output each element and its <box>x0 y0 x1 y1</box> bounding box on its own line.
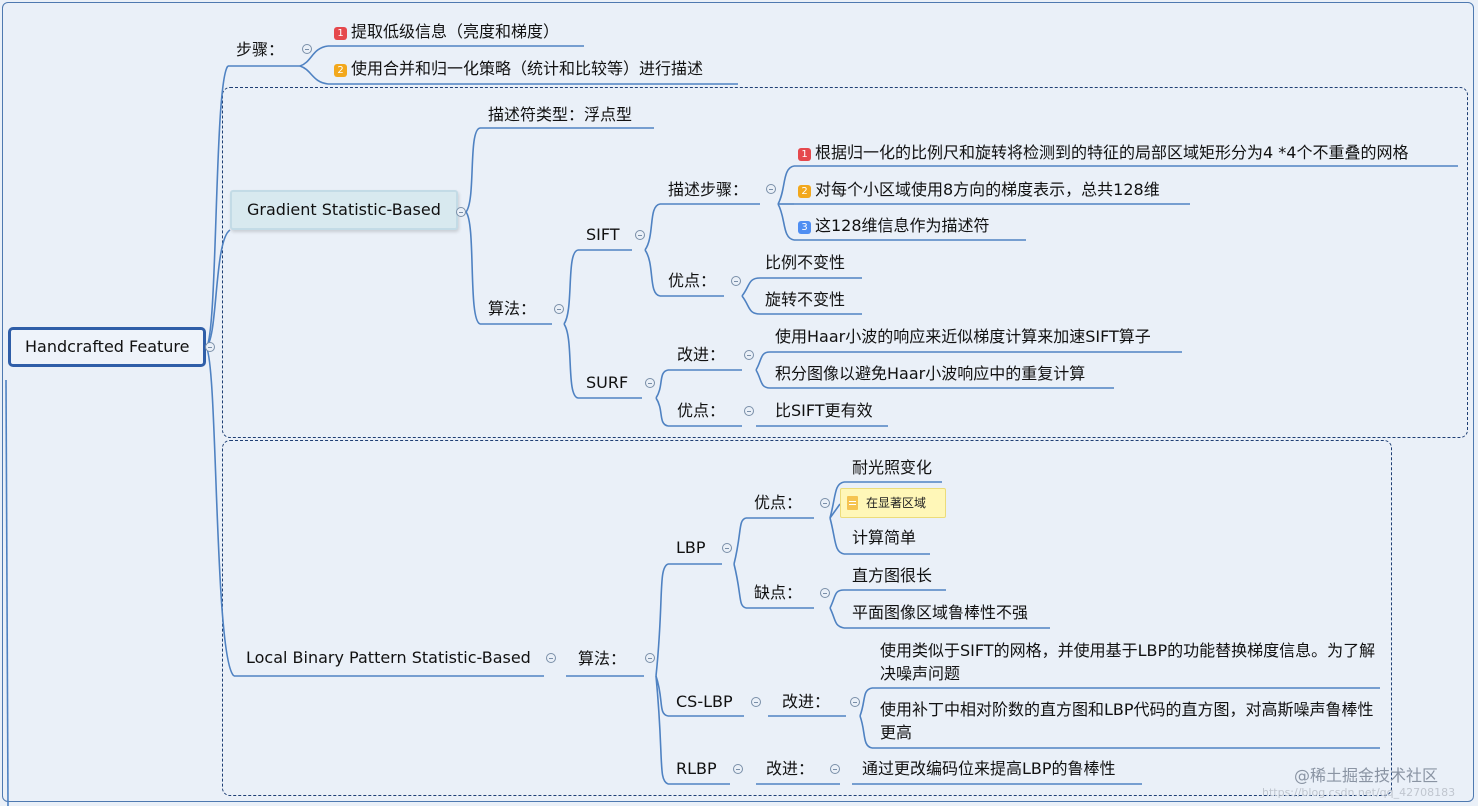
priority-2-icon: 2 <box>798 185 811 198</box>
priority-1-icon: 1 <box>334 27 347 40</box>
priority-1-icon: 1 <box>798 148 811 161</box>
lbp-note[interactable]: 在显著区域 <box>840 488 946 518</box>
lbp-group-collapse-icon[interactable] <box>546 653 556 663</box>
sift-node: SIFT <box>586 225 620 244</box>
rlbp-improve-label: 改进： <box>766 759 815 778</box>
lbp-algo-label: 算法： <box>578 649 627 668</box>
rlbp-node: RLBP <box>676 759 717 778</box>
surf-pro-1: 比SIFT更有效 <box>775 401 873 420</box>
watermark-url: https://blog.csdn.net/qq_42708183 <box>1262 786 1456 799</box>
watermark-brand: @稀土掘金技术社区 <box>1294 766 1439 785</box>
surf-pros-label: 优点： <box>677 401 726 420</box>
cslbp-improve-collapse-icon[interactable] <box>850 697 860 707</box>
rlbp-improve-collapse-icon[interactable] <box>830 764 840 774</box>
lbp-pro-2: 计算简单 <box>852 528 917 547</box>
sift-pros-label: 优点： <box>668 271 717 290</box>
lbp-cons-collapse-icon[interactable] <box>820 588 830 598</box>
surf-improve-1: 使用Haar小波的响应来近似梯度计算来加速SIFT算子 <box>775 327 1151 346</box>
steps-collapse-icon[interactable] <box>302 44 312 54</box>
root-collapse-icon[interactable] <box>205 342 215 352</box>
cslbp-improve-2: 使用补丁中相对阶数的直方图和LBP代码的直方图，对高斯噪声鲁棒性更高 <box>880 700 1374 742</box>
lbp-con-1: 直方图很长 <box>852 566 933 585</box>
sift-collapse-icon[interactable] <box>635 230 645 240</box>
sift-pro-2: 旋转不变性 <box>765 290 846 309</box>
priority-3-icon: 3 <box>798 221 811 234</box>
descriptor-type: 描述符类型：浮点型 <box>488 105 633 124</box>
cslbp-node: CS-LBP <box>676 692 733 711</box>
lbp-collapse-icon[interactable] <box>722 543 732 553</box>
sift-pro-1: 比例不变性 <box>765 253 846 272</box>
surf-node: SURF <box>586 373 629 392</box>
gradient-collapse-icon[interactable] <box>456 207 466 217</box>
note-icon <box>847 496 858 510</box>
gradient-algo-collapse-icon[interactable] <box>554 304 564 314</box>
lbp-algo-collapse-icon[interactable] <box>645 653 655 663</box>
root-node[interactable]: Handcrafted Feature <box>8 327 206 367</box>
sift-steps-label: 描述步骤： <box>668 180 749 199</box>
sift-steps-collapse-icon[interactable] <box>766 184 776 194</box>
lbp-pro-1: 耐光照变化 <box>852 458 933 477</box>
gradient-statistic-node[interactable]: Gradient Statistic-Based <box>230 190 458 230</box>
rlbp-improve-1: 通过更改编码位来提高LBP的鲁棒性 <box>862 759 1116 778</box>
lbp-pros-label: 优点： <box>754 493 803 512</box>
sift-pros-collapse-icon[interactable] <box>731 276 741 286</box>
cslbp-improve-1: 使用类似于SIFT的网格，并使用基于LBP的功能替换梯度信息。为了解决噪声问题 <box>880 641 1376 683</box>
surf-pros-collapse-icon[interactable] <box>744 406 754 416</box>
lbp-cons-label: 缺点： <box>754 583 803 602</box>
surf-collapse-icon[interactable] <box>645 378 655 388</box>
cslbp-collapse-icon[interactable] <box>751 697 761 707</box>
surf-improve-2: 积分图像以避免Haar小波响应中的重复计算 <box>775 364 1086 383</box>
gradient-group-boundary <box>222 87 1468 438</box>
lbp-pros-collapse-icon[interactable] <box>820 498 830 508</box>
surf-improve-label: 改进： <box>677 345 726 364</box>
lbp-node: LBP <box>676 538 706 557</box>
cslbp-improve-label: 改进： <box>782 692 831 711</box>
lbp-con-2: 平面图像区域鲁棒性不强 <box>852 603 1029 622</box>
lbp-group-node[interactable]: Local Binary Pattern Statistic-Based <box>246 648 531 667</box>
rlbp-collapse-icon[interactable] <box>733 764 743 774</box>
gradient-algo-label: 算法： <box>488 299 537 318</box>
steps-label: 步骤： <box>236 40 285 59</box>
surf-improve-collapse-icon[interactable] <box>744 350 754 360</box>
priority-2-icon: 2 <box>334 64 347 77</box>
